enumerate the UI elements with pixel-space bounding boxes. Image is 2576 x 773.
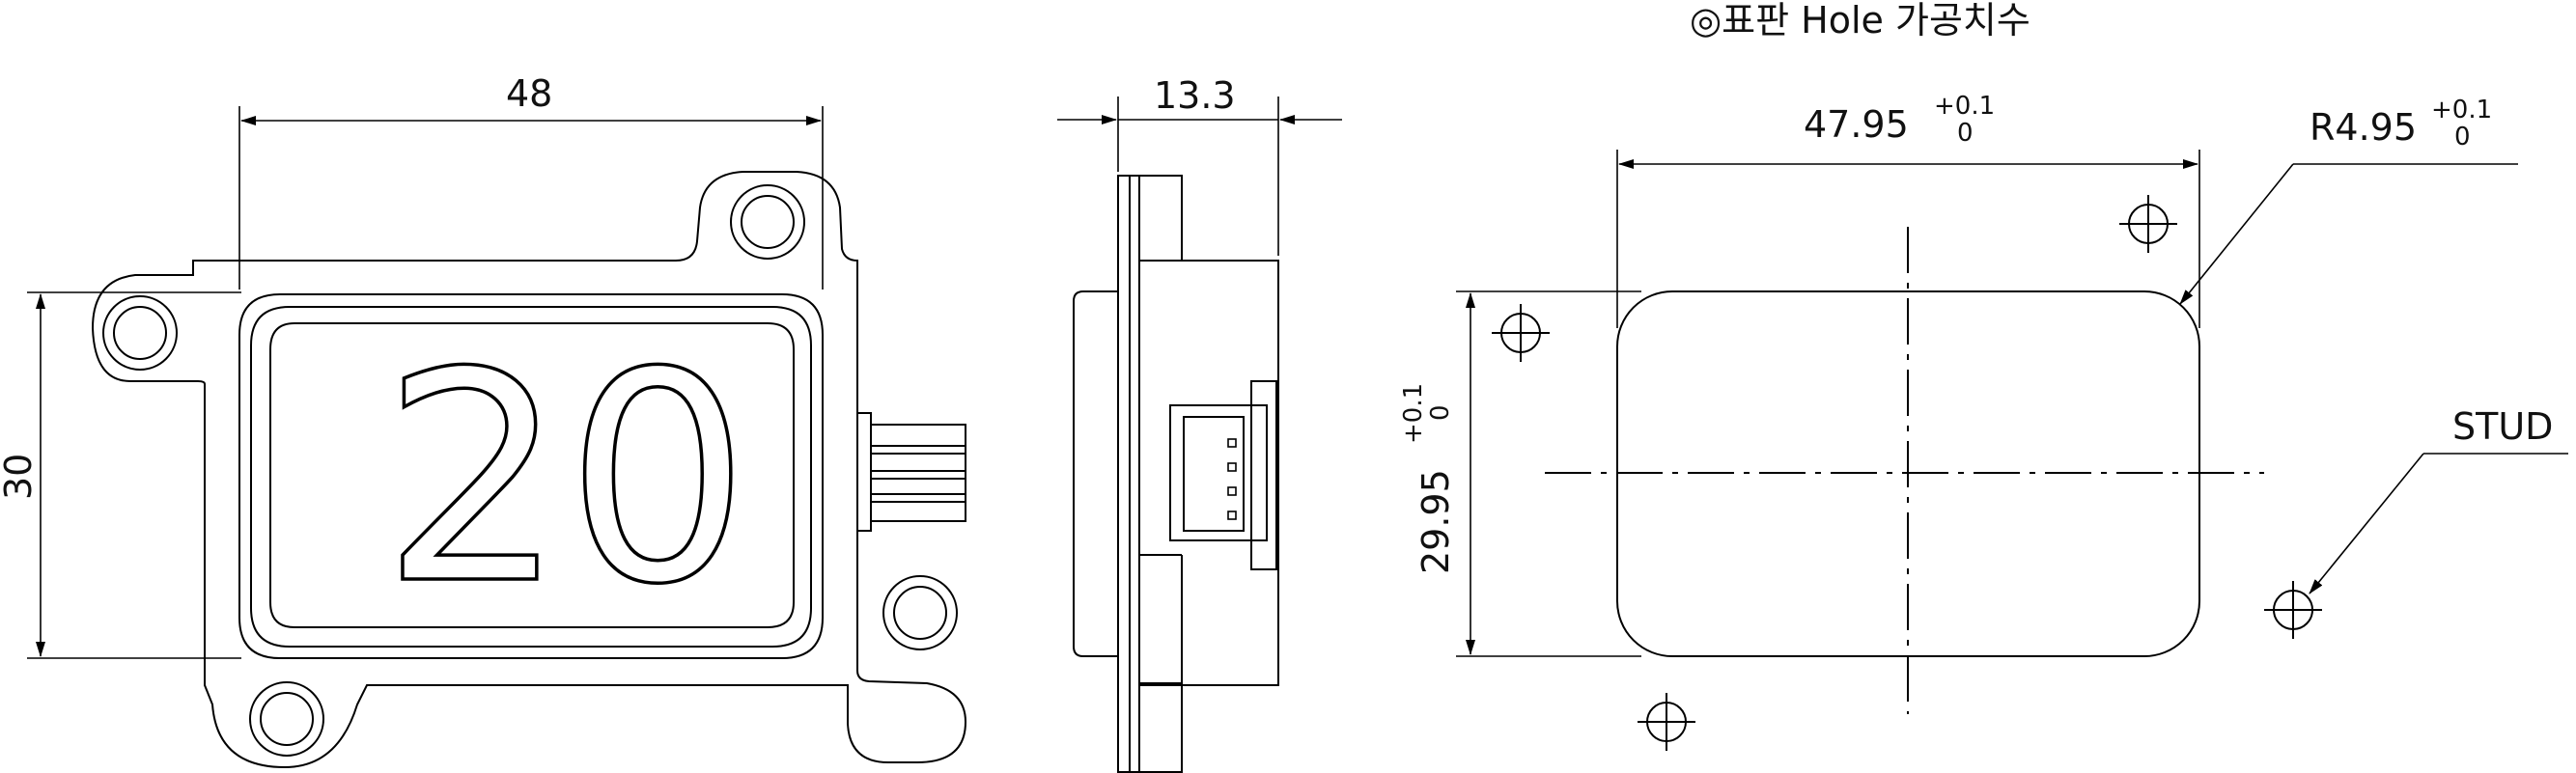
stud-label: STUD <box>2452 405 2553 448</box>
dimension-label-radius: R4.95 <box>2310 106 2417 149</box>
radius-leader: R4.95 +0.1 0 <box>2179 96 2518 305</box>
dimension-label-cutout-height: 29.95 <box>1414 469 1457 574</box>
dimension-label-width: 48 <box>506 72 552 115</box>
stud-leader: STUD <box>2309 405 2568 594</box>
tolerance-plus-width: +0.1 <box>1934 92 1995 121</box>
dimension-cutout-width: 47.95 +0.1 0 <box>1616 92 2200 328</box>
mounting-hole-left <box>102 295 178 371</box>
mounting-hole-bottom-right <box>882 575 958 650</box>
page-title: ◎표판 Hole 가공치수 <box>1690 0 2030 41</box>
side-view: 13.3 <box>1057 74 1342 773</box>
plate-outline <box>91 171 967 769</box>
bezel-inner <box>250 306 812 648</box>
dimension-label-depth: 13.3 <box>1154 74 1236 117</box>
button-face <box>269 322 795 628</box>
stud-mark-top-right <box>2119 195 2177 253</box>
dimension-label-height: 30 <box>0 454 40 500</box>
dimension-depth-13-3: 13.3 <box>1057 74 1342 256</box>
bezel-outer <box>238 293 824 659</box>
side-body <box>1138 260 1279 686</box>
tolerance-zero-width: 0 <box>1957 119 1974 148</box>
side-connector <box>1169 380 1277 570</box>
tolerance-zero-height: 0 <box>1426 404 1455 421</box>
stud-mark-bottom-left <box>1638 693 1695 751</box>
mounting-hole-bottom-left <box>249 681 324 757</box>
tolerance-plus-height: +0.1 <box>1399 383 1428 444</box>
cutout-view: 47.95 +0.1 0 29.95 +0.1 0 R4.95 +0.1 0 <box>1399 92 2568 751</box>
dimension-height-30: 30 <box>0 291 241 659</box>
dimension-cutout-height: 29.95 +0.1 0 <box>1399 290 1641 657</box>
stud-mark-bottom-right <box>2264 581 2322 639</box>
mounting-hole-top-right <box>730 184 805 260</box>
dimension-label-cutout-width: 47.95 <box>1804 103 1909 146</box>
button-number: 20 <box>381 311 750 648</box>
connector-pins <box>856 412 966 532</box>
dimension-width-48: 48 <box>238 72 824 290</box>
front-view: 20 <box>0 72 967 769</box>
stud-mark-left <box>1492 304 1550 362</box>
tolerance-plus-radius: +0.1 <box>2431 96 2492 124</box>
tolerance-zero-radius: 0 <box>2454 123 2471 152</box>
